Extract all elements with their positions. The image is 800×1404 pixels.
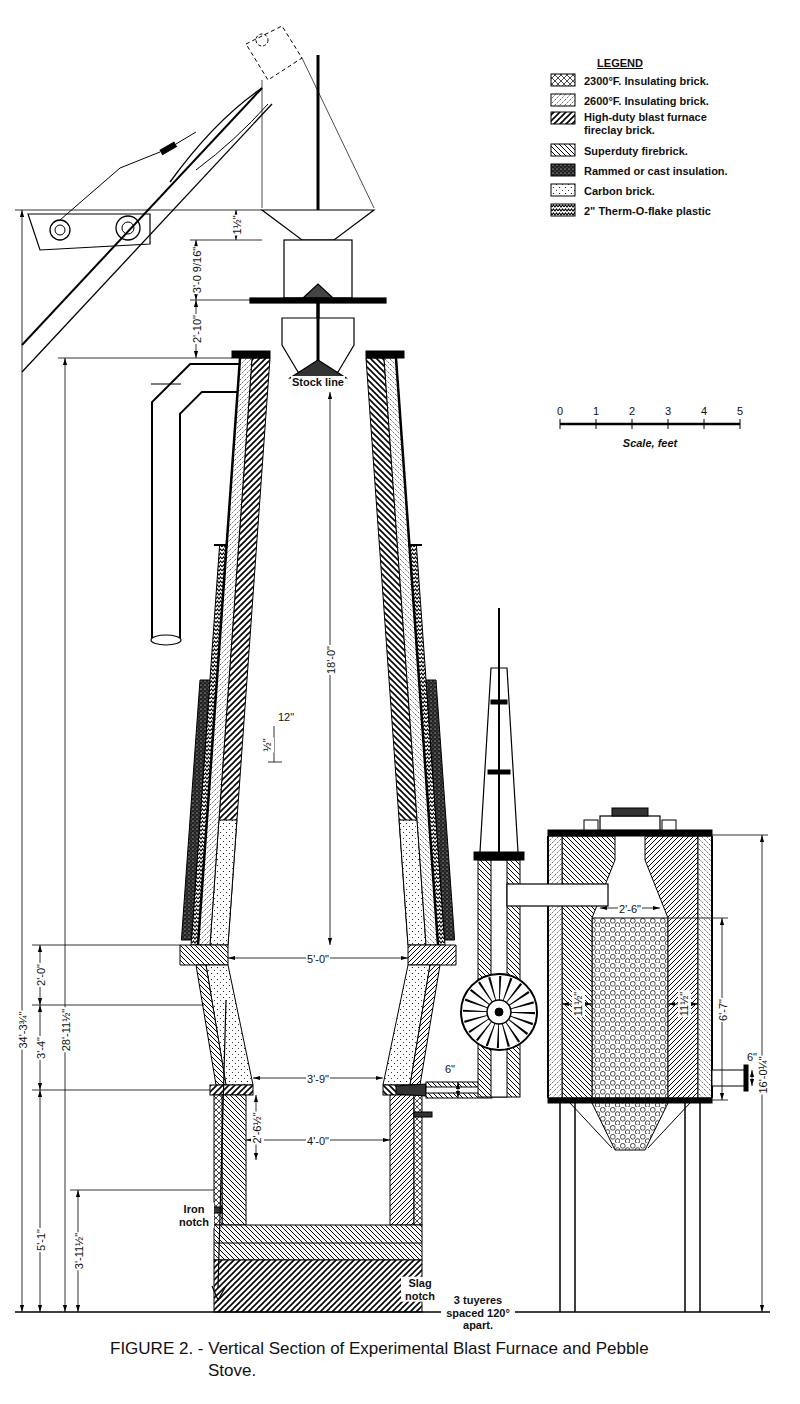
dimension-label: 2'-6½" [251,1111,264,1144]
legend-heading: LEGEND [596,57,644,70]
hot-blast-main [426,608,537,1098]
dimension-label-holder: 4'-0" [306,1131,330,1149]
dimension-label: 11½" [572,991,585,1018]
scale-title-holder: Scale, feet [622,433,678,451]
pebble-stove [507,808,748,1312]
legend-text: 2600°F. Insulating brick. [583,95,710,108]
figure-caption: FIGURE 2. - Vertical Section of Experime… [110,1339,649,1380]
extension-lines [15,210,770,1312]
dimension-label: 11½" [678,991,691,1018]
legend-text: High-duty blast furnace fireclay brick. [583,111,735,136]
scale-number-holder: 5 [736,401,744,419]
dimension-lines [22,210,762,1312]
dimension-label-holder: 3'-11½" [69,1232,87,1270]
dimension-label-holder: 12" [277,707,295,725]
dimension-label: 6'-7" [717,998,730,1022]
legend-row: 2300°F. Insulating brick. [583,71,710,89]
dimension-label: 3'-4" [35,1036,48,1060]
legend-row: 2600°F. Insulating brick. [583,91,710,109]
dimension-label-holder: 6" [444,1059,456,1077]
dimension-label: 3'-9" [306,1073,330,1086]
scale-number: 1 [592,405,600,418]
notch-label: Iron notch [174,1203,214,1228]
scale-number-holder: 0 [556,401,564,419]
notch-label-holder: Slag notch [401,1277,439,1304]
dimension-label: 6" [444,1063,456,1076]
stock-line-label: Stock line [291,376,345,389]
legend-row: High-duty blast furnace fireclay brick. [583,111,735,138]
furnace-lining [180,351,456,1312]
legend-row: 2" Therm-O-flake plastic [583,201,712,219]
dimension-label-holder: 2'-6½" [247,1111,265,1144]
scale-number: 3 [664,405,672,418]
dimension-label-holder: 28'-11½" [56,1008,74,1053]
dimension-label-holder: 6" [746,1047,758,1065]
scale-number: 4 [700,405,708,418]
dimension-label-holder: 11½" [674,991,692,1018]
scale-number: 0 [556,405,564,418]
dimension-label: 12" [277,711,295,724]
legend-row: Rammed or cast insulation. [583,161,729,179]
scale-title: Scale, feet [622,437,678,450]
dimension-label-holder: 3'-9" [306,1069,330,1087]
dimension-label: 4'-0" [306,1135,330,1148]
dimension-label: 18'-0" [325,645,338,675]
scale-number-holder: 1 [592,401,600,419]
dimension-label: 28'-11½" [60,1008,73,1053]
dimension-label-holder: 2'-0" [31,963,49,987]
dimension-label: 3'-11½" [73,1232,86,1270]
notch-label-holder: Iron notch [174,1203,214,1230]
notch-label: Slag notch [401,1277,439,1302]
legend-text: Rammed or cast insulation. [583,165,729,178]
scale-number: 5 [736,405,744,418]
dimension-label-holder: 5'-0" [306,949,330,967]
tuyere-note: 3 tuyeres spaced 120° apart. [441,1294,515,1332]
legend-text: Carbon brick. [583,185,656,198]
scale-number-holder: 3 [664,401,672,419]
dimension-label-holder: 6'-7" [713,998,731,1022]
scale-number-holder: 4 [700,401,708,419]
dimension-label: 1½" [231,214,244,235]
legend-text: 2" Therm-O-flake plastic [583,205,712,218]
scale-number: 2 [628,405,636,418]
dimension-label-holder: 1½" [227,214,245,235]
legend-row: Carbon brick. [583,181,656,199]
scale-bar [560,419,740,429]
dimension-label: 2'-0" [35,963,48,987]
dimension-label-holder: 3'-4" [31,1036,49,1060]
tuyere-note-holder: 3 tuyeres spaced 120° apart. [441,1294,515,1333]
dimension-label: 5'-1" [35,1228,48,1252]
dimension-label-holder: 3'-0 9/16" [187,246,205,294]
skip-hoist [22,26,374,372]
dimension-label-holder: 5'-1" [31,1228,49,1252]
legend-swatches [551,74,575,216]
dimension-label: 5'-0" [306,953,330,966]
dimension-label: 2'-10" [191,314,204,344]
dimension-label-holder: 18'-0" [321,645,339,675]
dimension-label-holder: 2'-10" [187,314,205,344]
dimension-label: 34'-3¾" [17,1010,30,1049]
dimension-label: 16'-0¼" [757,1055,770,1094]
stock-line-label-holder: Stock line [291,372,345,390]
dimension-label: 6" [746,1051,758,1064]
dimension-label-holder: 2'-6" [618,899,642,917]
dimension-label-holder: 11½" [568,991,586,1018]
dimension-label: 2'-6" [618,903,642,916]
scale-number-holder: 2 [628,401,636,419]
dimension-label: ½" [261,737,274,752]
dimension-label: 3'-0 9/16" [191,246,204,294]
legend-row: Superduty firebrick. [583,141,689,159]
caption-holder: FIGURE 2. - Vertical Section of Experime… [110,1338,700,1382]
legend-text: 2300°F. Insulating brick. [583,75,710,88]
legend-heading-holder: LEGEND [596,53,644,71]
legend-text: Superduty firebrick. [583,145,689,158]
charging-hoppers [250,55,386,378]
dimension-label-holder: 34'-3¾" [13,1010,31,1049]
dimension-label-holder: ½" [257,737,275,752]
